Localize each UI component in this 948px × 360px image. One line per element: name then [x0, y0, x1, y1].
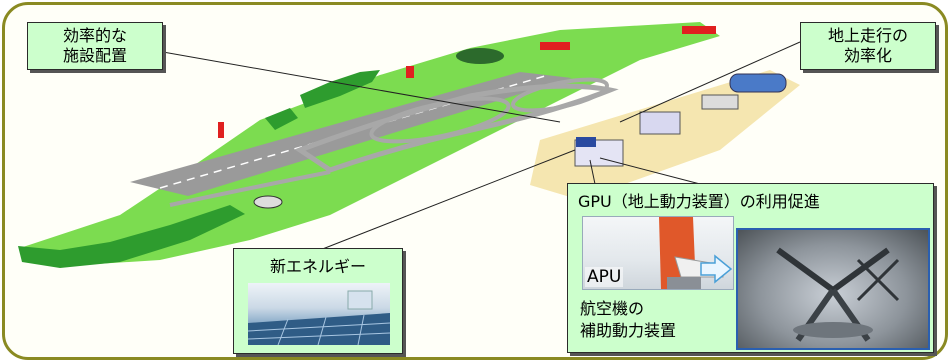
leader-line — [319, 149, 576, 251]
efficient-facility-line1: 効率的な — [62, 26, 127, 45]
aircraft-tail-icon — [659, 217, 724, 289]
arrow-right-icon — [700, 254, 733, 284]
gpu-vehicle-icon — [776, 247, 900, 342]
leader-line — [599, 157, 701, 185]
taxiway-loop — [369, 96, 511, 144]
leader-line — [162, 51, 561, 123]
gpu-photo — [736, 228, 930, 350]
solar-photo — [248, 283, 390, 345]
solar-panel-icon — [248, 290, 390, 345]
forest-edge-left — [18, 205, 245, 268]
hangar — [701, 94, 739, 110]
terminal-roof — [576, 137, 596, 147]
leader-line — [589, 159, 596, 185]
taxiway-loop — [510, 77, 610, 113]
aux-power-label: 航空機の 補助動力装置 — [580, 298, 676, 342]
apu-label: APU — [585, 267, 624, 287]
terminal-building — [639, 111, 681, 135]
south-facility — [253, 195, 283, 209]
ground-taxi-line2: 効率化 — [843, 46, 892, 65]
new-energy-panel: 新エネルギー — [233, 248, 403, 354]
efficient-facility-label: 効率的な 施設配置 — [27, 22, 163, 70]
red-marker — [406, 66, 414, 78]
tree-cluster — [456, 48, 504, 64]
leader-line — [619, 41, 801, 123]
red-marker — [682, 26, 716, 34]
hangar — [729, 73, 787, 93]
gpu-panel: GPU（地上動力装置）の利用促進 APU 航空機の 補助動力装置 — [567, 183, 934, 353]
aux-power-line2: 補助動力装置 — [580, 321, 677, 340]
aux-power-line1: 航空機の — [580, 299, 645, 318]
ground-taxi-line1: 地上走行の — [827, 26, 908, 45]
taxiway-south — [169, 170, 331, 207]
gpu-title: GPU（地上動力装置）の利用促進 — [578, 192, 820, 211]
apu-photo: APU — [582, 216, 734, 290]
ground-taxi-label: 地上走行の 効率化 — [800, 22, 936, 70]
new-energy-title: 新エネルギー — [269, 257, 366, 276]
forest-edge-west — [265, 108, 298, 130]
red-marker — [540, 42, 570, 50]
forest-edge-top — [300, 70, 380, 108]
efficient-facility-line2: 施設配置 — [62, 46, 127, 65]
red-marker — [218, 122, 224, 138]
